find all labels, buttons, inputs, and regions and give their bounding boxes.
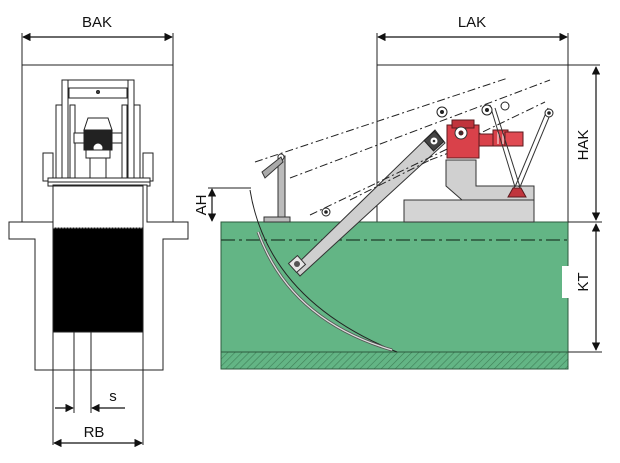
lak-label: LAK [458,14,486,31]
drive-motor-front [73,117,123,179]
ah-dimension: AH [193,187,251,222]
ah-label: AH [193,195,210,216]
rb-dimension: s RB [52,332,144,448]
s-label: s [109,388,117,405]
support-struts [489,104,553,198]
bak-dimension: BAK [21,14,174,225]
hak-kt-dimension: HAK KT [568,66,602,353]
screen-curtain [52,227,144,333]
rake-arm [287,129,446,277]
front-view: BAK [8,14,189,448]
kt-label: KT [575,272,592,291]
rake-wheels [321,101,554,217]
channel-section [8,184,189,371]
drive-unit [446,119,524,159]
discharge-post [261,153,291,223]
rake-frame [42,79,154,187]
rb-label: RB [84,424,105,441]
channel-water [220,221,572,370]
side-view: LAK HAK KT AH [193,14,602,370]
hak-label: HAK [575,130,592,161]
bak-label: BAK [82,14,112,31]
